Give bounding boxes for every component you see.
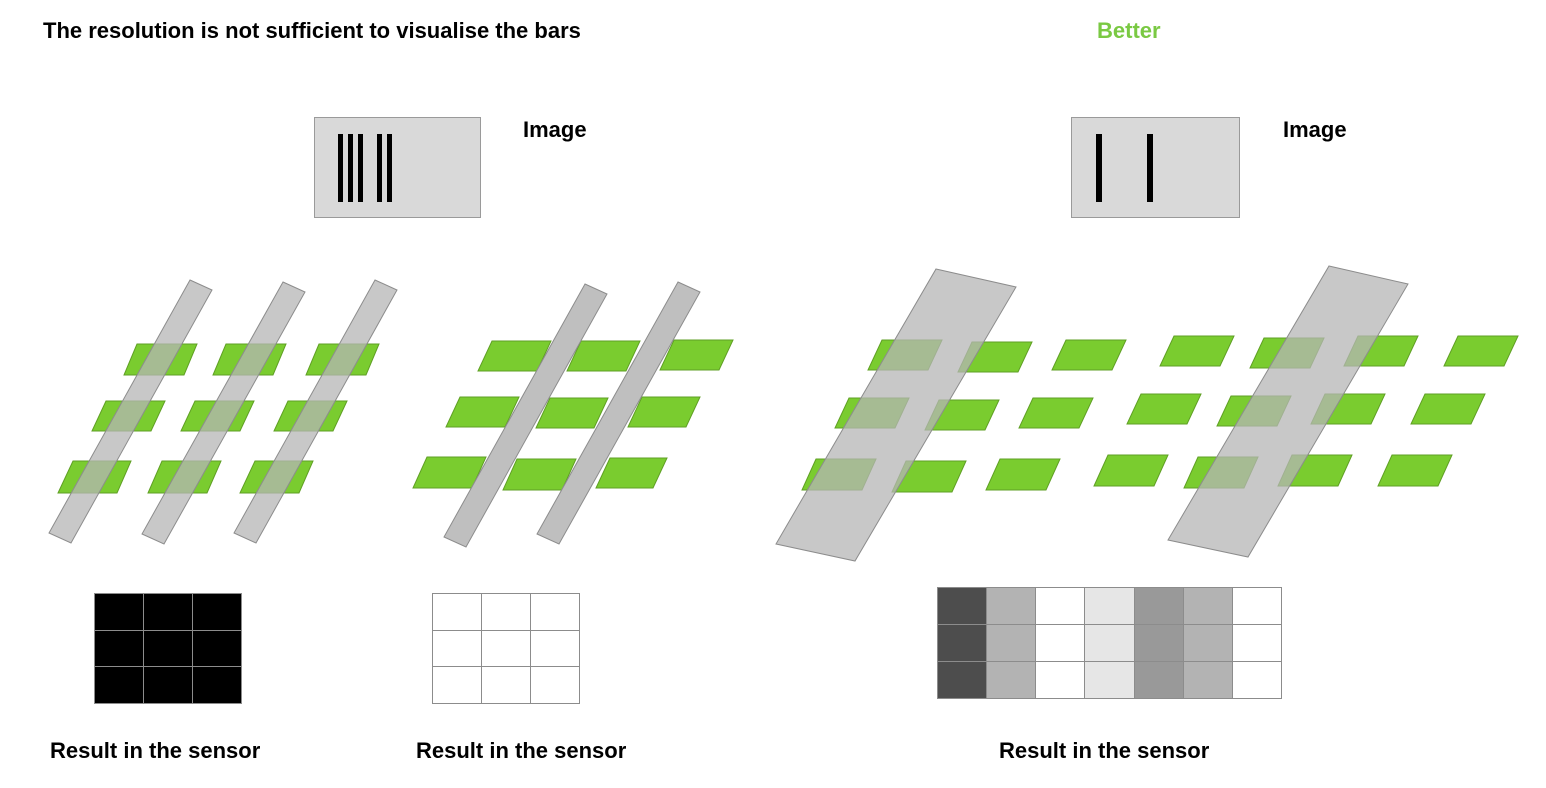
sensor-pixel	[1377, 454, 1453, 487]
sensor-pixel	[1093, 454, 1169, 487]
sensor-cell	[1232, 625, 1282, 662]
sensor-pixel	[985, 458, 1061, 491]
sensor-pixel	[659, 339, 734, 371]
sensor-cell	[193, 630, 242, 668]
sensor-cell	[1085, 662, 1135, 699]
image-bar	[387, 134, 392, 202]
sensor-cell	[1134, 662, 1184, 699]
sensor-pixel	[1410, 393, 1486, 425]
sensor-cell	[1183, 588, 1233, 625]
sensor-cell	[433, 630, 482, 668]
left-image-label: Image	[523, 117, 587, 142]
sensor-cell	[938, 625, 988, 662]
projected-bar	[233, 279, 398, 544]
sensor-cell	[1134, 588, 1184, 625]
image-bar	[348, 134, 353, 202]
sensor-cell	[193, 667, 242, 704]
sensor-cell	[1036, 662, 1086, 699]
sensor-pixel	[535, 397, 609, 429]
sensor-cell	[1134, 625, 1184, 662]
sensor-cell	[433, 667, 482, 704]
sensor-cell	[1183, 625, 1233, 662]
right-image-label: Image	[1283, 117, 1347, 142]
sensor-cell	[482, 594, 531, 631]
projected-bar	[443, 283, 608, 548]
sensor-cell	[1085, 625, 1135, 662]
sensor-cell	[531, 594, 580, 631]
sensor-pixel	[595, 457, 668, 489]
sensor-result-grid-2	[432, 593, 580, 704]
sensor-cell	[938, 662, 988, 699]
sensor-cell	[433, 594, 482, 631]
sensor-cell	[144, 630, 193, 668]
sensor-cell	[1232, 662, 1282, 699]
sensor-pixel	[566, 340, 641, 372]
image-bar	[1147, 134, 1153, 202]
sensor-cell	[531, 667, 580, 704]
sensor-cell	[95, 594, 144, 631]
projected-bar	[141, 281, 306, 545]
sensor-cell	[482, 630, 531, 668]
sensor-cell	[987, 625, 1037, 662]
image-bar	[377, 134, 382, 202]
sensor-cell	[987, 588, 1037, 625]
projected-bar	[48, 279, 213, 544]
sensor-cell	[95, 667, 144, 704]
projected-bar	[775, 268, 1017, 562]
sensor-caption-1: Result in the sensor	[50, 738, 261, 763]
image-bar	[1096, 134, 1102, 202]
sensor-cell	[95, 630, 144, 668]
sensor-cell	[531, 630, 580, 668]
sensor-pixel	[1018, 397, 1094, 429]
sensor-cell	[1036, 588, 1086, 625]
sensor-cell	[193, 594, 242, 631]
sensor-cell	[1183, 662, 1233, 699]
sensor-cell	[938, 588, 988, 625]
sensor-pixel	[627, 396, 701, 428]
image-bar	[338, 134, 343, 202]
sensor-cell	[144, 594, 193, 631]
sensor-cell	[1085, 588, 1135, 625]
projected-bar	[1167, 265, 1409, 558]
sensor-cell	[1232, 588, 1282, 625]
right-heading: Better	[1097, 18, 1161, 43]
sensor-cell	[987, 662, 1037, 699]
sensor-pixel	[1159, 335, 1235, 367]
sensor-pixel	[1051, 339, 1127, 371]
sensor-result-grid-1	[94, 593, 242, 704]
panel-1-bars	[48, 279, 398, 545]
sensor-caption-3: Result in the sensor	[999, 738, 1210, 763]
right-image-box	[1071, 117, 1240, 218]
panel-2-bars	[443, 281, 701, 548]
sensor-cell	[1036, 625, 1086, 662]
sensor-cell	[482, 667, 531, 704]
panel-2-pixels	[412, 339, 734, 491]
left-heading: The resolution is not sufficient to visu…	[43, 18, 581, 43]
panel-3-bars	[775, 265, 1409, 562]
left-image-box	[314, 117, 481, 218]
sensor-cell	[144, 667, 193, 704]
sensor-pixel	[1126, 393, 1202, 425]
sensor-pixel	[1443, 335, 1519, 367]
sensor-caption-2: Result in the sensor	[416, 738, 627, 763]
image-bar	[358, 134, 363, 202]
projected-bar	[536, 281, 701, 545]
sensor-result-grid-3	[937, 587, 1282, 699]
